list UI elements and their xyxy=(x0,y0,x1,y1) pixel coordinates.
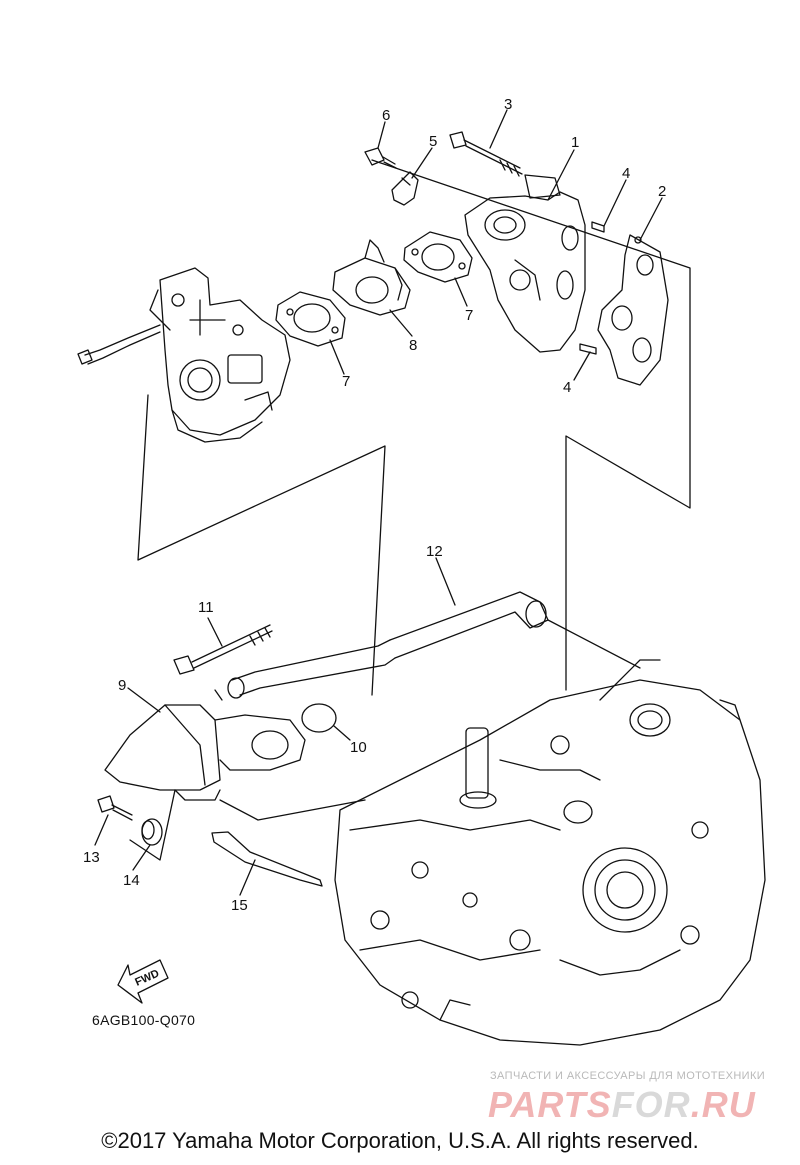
watermark-brand-part1: PARTS xyxy=(488,1084,612,1125)
watermark-tagline: ЗАПЧАСТИ И АКСЕССУАРЫ ДЛЯ МОТОТЕХНИКИ xyxy=(490,1070,766,1082)
silencer-9-drawing xyxy=(104,689,366,861)
leader-6 xyxy=(377,121,386,149)
leader-4b xyxy=(573,351,591,381)
gasket-7-left-drawing xyxy=(275,291,346,347)
callout-13: 13 xyxy=(83,849,100,866)
insulator-8-drawing xyxy=(332,239,411,316)
bolt-13-drawing xyxy=(97,795,133,821)
leader-12 xyxy=(435,557,456,606)
callout-7-left: 7 xyxy=(342,373,350,390)
callout-9: 9 xyxy=(118,677,126,694)
callout-5: 5 xyxy=(429,133,437,150)
leader-7a xyxy=(329,339,345,375)
leader-11 xyxy=(207,617,223,647)
leader-15 xyxy=(239,859,256,896)
copyright-notice: ©2017 Yamaha Motor Corporation, U.S.A. A… xyxy=(101,1128,699,1153)
screw-6-drawing xyxy=(364,147,397,169)
leader-14 xyxy=(132,844,151,871)
leader-3 xyxy=(489,109,508,149)
cable-tie-15-drawing xyxy=(211,831,323,887)
leader-1 xyxy=(547,149,575,201)
carburetor-drawing xyxy=(77,267,291,443)
callout-11: 11 xyxy=(198,599,214,616)
bolt-11-drawing xyxy=(173,624,273,675)
guide-line-left xyxy=(137,394,386,696)
diagram-code: 6AGB100-Q070 xyxy=(92,1012,196,1028)
bolt-3-drawing xyxy=(449,131,523,177)
watermark-logo: PARTSFOR.RU xyxy=(488,1084,756,1126)
callout-7-right: 7 xyxy=(465,307,473,324)
engine-block-drawing xyxy=(334,659,766,1046)
leader-5 xyxy=(411,147,433,179)
callout-15: 15 xyxy=(231,897,248,914)
intake-manifold-1-drawing xyxy=(464,174,586,353)
callout-2: 2 xyxy=(658,183,666,200)
callout-8: 8 xyxy=(409,337,417,354)
leader-8 xyxy=(389,309,413,337)
hose-12-drawing xyxy=(227,591,641,699)
leader-2 xyxy=(639,197,663,241)
fwd-arrow-icon xyxy=(117,959,169,1004)
callout-1: 1 xyxy=(571,134,579,151)
callout-4-bottom: 4 xyxy=(563,379,571,396)
callout-6: 6 xyxy=(382,107,390,124)
watermark-brand-part3: .RU xyxy=(690,1084,756,1125)
callout-4-top: 4 xyxy=(622,165,630,182)
grommet-14-drawing xyxy=(141,818,163,846)
callout-3: 3 xyxy=(504,96,512,113)
o-ring-10-drawing xyxy=(301,703,337,733)
dowel-4-drawing xyxy=(579,221,605,355)
gasket-2-drawing xyxy=(597,234,669,386)
leader-9 xyxy=(127,687,161,713)
clamp-5-drawing xyxy=(391,171,419,206)
leader-13 xyxy=(94,814,109,846)
callout-12: 12 xyxy=(426,543,443,560)
callout-14: 14 xyxy=(123,872,140,889)
guide-line-right xyxy=(371,159,691,691)
leader-7b xyxy=(454,277,468,307)
callout-10: 10 xyxy=(350,739,367,756)
leader-10 xyxy=(333,725,351,741)
leader-4a xyxy=(603,179,627,227)
watermark-brand-part2: FOR xyxy=(611,1084,691,1125)
gasket-7-right-drawing xyxy=(403,231,473,283)
